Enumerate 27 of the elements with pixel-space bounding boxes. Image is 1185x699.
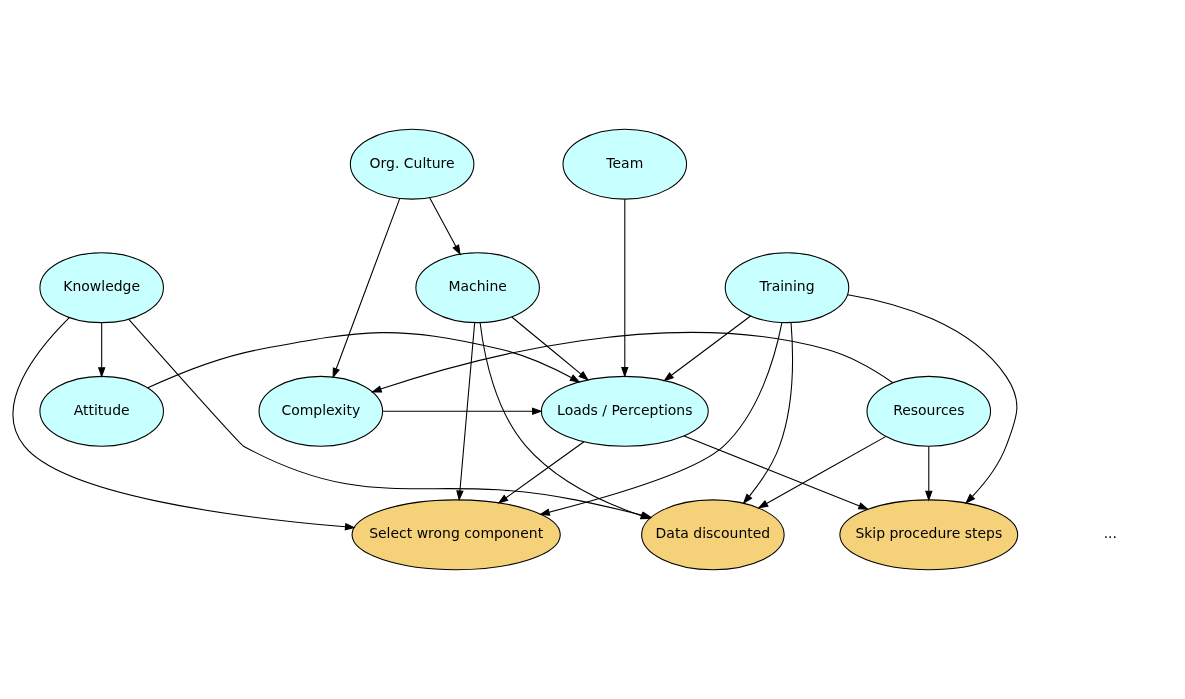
arrow (683, 435, 870, 510)
node-ellipse: Attitude (39, 375, 164, 447)
arrow (97, 322, 106, 378)
node-ellipse: Machine (415, 252, 540, 324)
arrow (456, 322, 476, 502)
arrow (332, 198, 401, 379)
arrow (663, 315, 752, 382)
arrow (511, 316, 589, 381)
arrow (497, 441, 585, 504)
node-ellipse: Knowledge (39, 252, 164, 324)
node-ellipse: Team (562, 128, 688, 200)
arrow (539, 322, 783, 516)
node-ellipse: Org. Culture (349, 128, 475, 200)
node-ellipse: Resources (866, 375, 992, 447)
label: ... (1103, 525, 1117, 542)
arrow (757, 436, 887, 509)
arrow (742, 322, 793, 505)
arrow (847, 294, 1018, 504)
arrow (147, 332, 581, 389)
arrow (429, 197, 461, 256)
arrow (370, 332, 894, 393)
node-ellipse: Select wrong component (351, 499, 561, 571)
arrow (925, 445, 933, 502)
arrow (382, 407, 543, 416)
arrow (12, 317, 356, 531)
arrow (621, 198, 629, 378)
node-ellipse: Training (724, 252, 850, 324)
